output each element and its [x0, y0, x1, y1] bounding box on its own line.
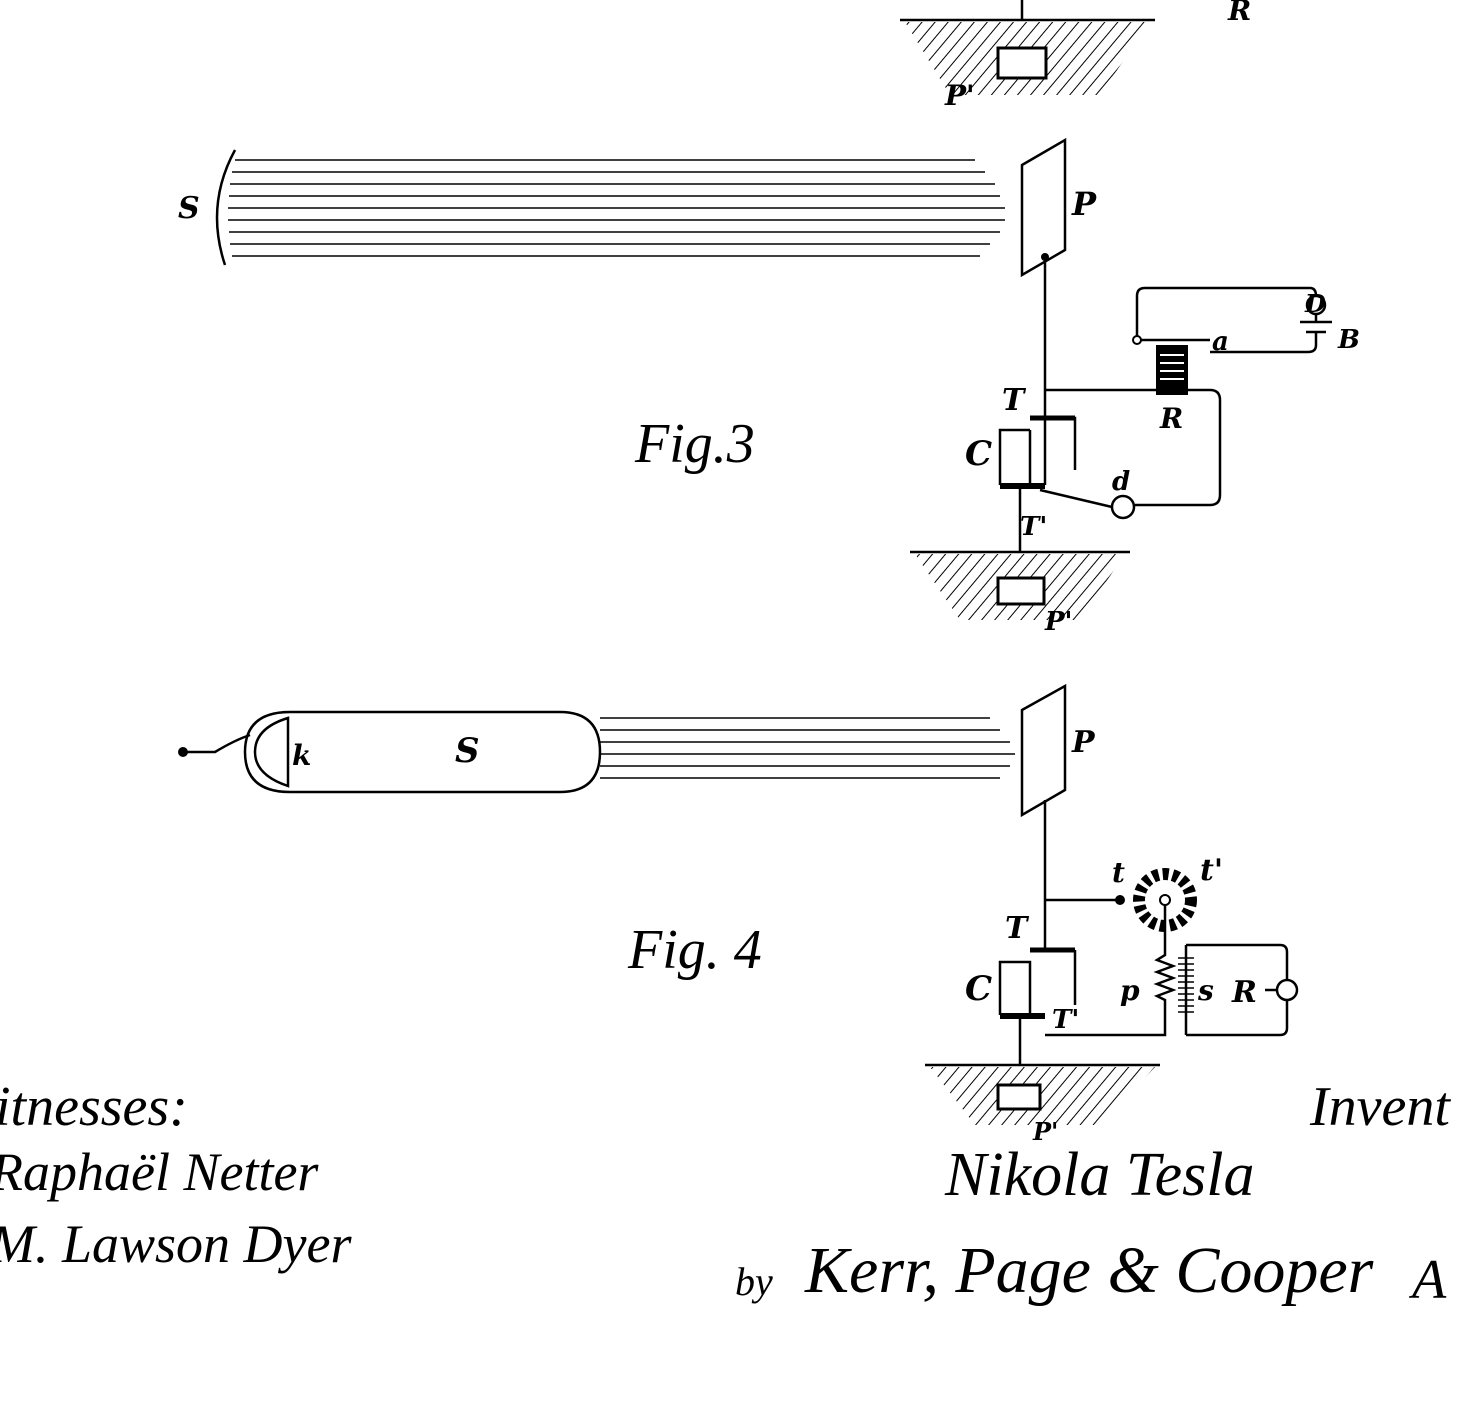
signatures: itnesses: Raphaël Netter M. Lawson Dyer …	[0, 1076, 1451, 1311]
label-p: p	[1120, 974, 1140, 1007]
plate-P-fig4	[1020, 683, 1067, 818]
label-a: a	[1212, 327, 1229, 357]
label-R: R	[1159, 402, 1183, 435]
label-C-fig4: C	[965, 969, 992, 1009]
label-C: C	[965, 434, 992, 474]
attorneys-signature: Kerr, Page & Cooper	[804, 1234, 1374, 1307]
inventor-label: Invent	[1309, 1076, 1451, 1138]
label-t-prime: t'	[1200, 853, 1223, 888]
attorneys-by: by	[735, 1259, 773, 1304]
label-T-fig4: T	[1005, 911, 1030, 946]
reflector-S	[215, 149, 237, 266]
label-P-prime-fig4: P'	[1032, 1117, 1058, 1146]
witness-1-signature: Raphaël Netter	[0, 1142, 319, 1202]
tube-S	[243, 710, 602, 794]
label-top-P-prime: P'	[944, 79, 975, 112]
label-k: k	[292, 739, 311, 772]
figure-3: S P d R D B a T C T' P' Fig.3	[178, 137, 1360, 637]
label-P-prime: P'	[1044, 607, 1073, 637]
label-top-R: R	[1227, 0, 1251, 27]
label-S-tube: S	[455, 731, 480, 771]
witness-2-signature: M. Lawson Dyer	[0, 1214, 352, 1274]
label-d: d	[1112, 467, 1130, 497]
label-P: P	[1071, 185, 1097, 223]
label-T: T	[1002, 383, 1027, 418]
inventor-signature: Nikola Tesla	[944, 1141, 1255, 1209]
rays-fig3	[228, 159, 1005, 257]
label-t: t	[1112, 856, 1125, 889]
plate-P	[1020, 137, 1067, 278]
rays-fig4	[600, 717, 1015, 779]
label-B: B	[1337, 325, 1360, 355]
figure-3-title: Fig.3	[634, 413, 755, 475]
label-s: s	[1197, 974, 1214, 1007]
attorneys-suffix: A	[1408, 1249, 1447, 1311]
top-ground: R P'	[900, 0, 1251, 112]
figure-4: k S P t t' p s R T C T'	[178, 683, 1299, 1146]
witnesses-label: itnesses:	[0, 1076, 188, 1138]
label-T-prime-fig4: T'	[1052, 1005, 1079, 1035]
figure-4-title: Fig. 4	[627, 919, 762, 981]
label-T-prime: T'	[1020, 512, 1047, 542]
label-R-fig4: R	[1231, 975, 1257, 1010]
label-S: S	[178, 191, 200, 226]
label-D: D	[1304, 289, 1326, 318]
label-P-fig4: P	[1071, 725, 1096, 760]
